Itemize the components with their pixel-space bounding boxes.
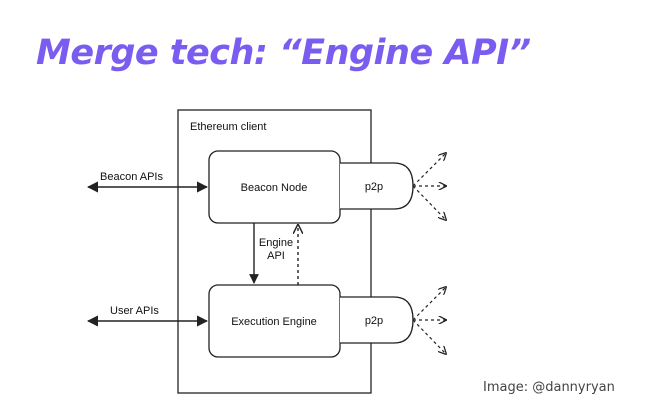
p2p-top-label: p2p [365,181,383,193]
execution-engine-label: Execution Engine [231,316,317,328]
beacon-apis-label: Beacon APIs [100,171,163,183]
user-apis-label: User APIs [110,305,159,317]
p2p-bottom-label: p2p [365,315,383,327]
p2p-bottom-fanout [412,287,446,354]
beacon-node-label: Beacon Node [241,182,308,194]
engine-api-label-line1: Engine [259,237,293,249]
slide-title: Merge tech: “Engine API” [36,33,531,73]
ethereum-client-box [177,109,372,394]
engine-api-label-line2: API [267,250,285,262]
image-credit: Image: @dannyryan [483,380,615,395]
p2p-top-fanout [412,153,446,220]
ethereum-client-label: Ethereum client [190,121,266,133]
